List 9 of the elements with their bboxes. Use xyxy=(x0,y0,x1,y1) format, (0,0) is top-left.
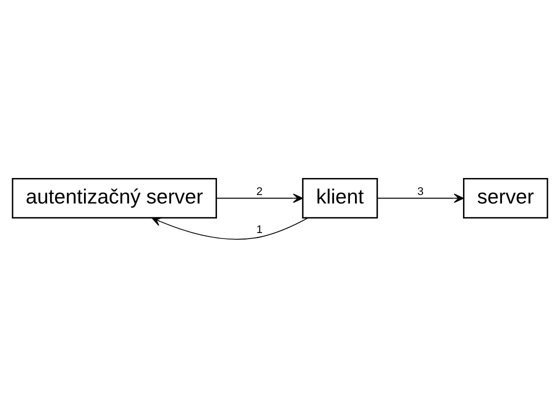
arrow xyxy=(151,216,308,240)
arrow xyxy=(216,193,304,202)
edge-label: 3 xyxy=(417,186,424,198)
node-box: autentizačný server xyxy=(12,178,217,218)
edge-label: 2 xyxy=(256,186,263,198)
arrow xyxy=(376,193,464,202)
node-box: server xyxy=(463,178,548,218)
node-box: klient xyxy=(302,178,378,218)
edge-label: 1 xyxy=(256,224,263,236)
